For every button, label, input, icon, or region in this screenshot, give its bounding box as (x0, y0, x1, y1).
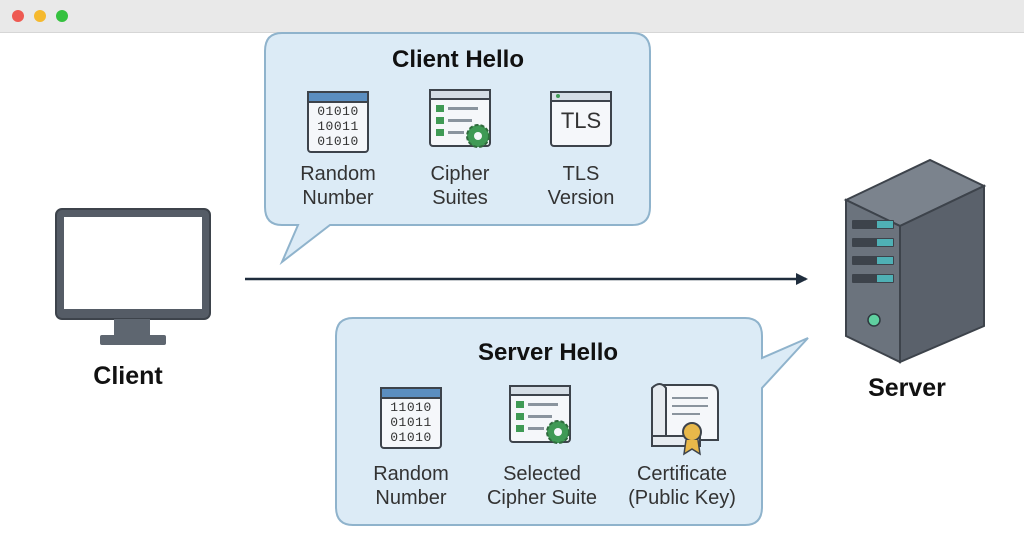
client-item-cipher-suites: Cipher Suites (430, 163, 490, 209)
client-hello-bubble (264, 32, 651, 266)
client-item-tls-version: TLS Version (547, 163, 615, 209)
tls-badge-text: TLS (560, 108, 602, 133)
client-hello-title: Client Hello (391, 46, 524, 73)
tls-badge-icon (550, 91, 612, 147)
binary-data-icon (380, 387, 442, 449)
server-item-selected-cipher-suite: Selected Cipher Suite (486, 463, 598, 509)
client-random-binary: 01010 10011 01010 (317, 104, 359, 149)
server-random-binary: 11010 01011 01010 (390, 400, 432, 445)
server-label: Server (868, 374, 946, 402)
server-tower-icon (843, 158, 987, 364)
server-hello-bubble (335, 317, 809, 526)
server-hello-title: Server Hello (477, 339, 619, 366)
close-window-button[interactable] (12, 10, 24, 22)
binary-data-icon (307, 91, 369, 153)
client-label: Client (93, 362, 163, 390)
server-item-certificate: Certificate (Public Key) (628, 463, 736, 509)
server-item-random-number: Random Number (373, 463, 449, 509)
cipher-settings-icon (429, 89, 491, 148)
cipher-settings-icon (509, 385, 571, 444)
client-item-random-number: Random Number (300, 163, 376, 209)
maximize-window-button[interactable] (56, 10, 68, 22)
minimize-window-button[interactable] (34, 10, 46, 22)
certificate-icon (651, 383, 719, 456)
monitor-icon (55, 208, 211, 345)
